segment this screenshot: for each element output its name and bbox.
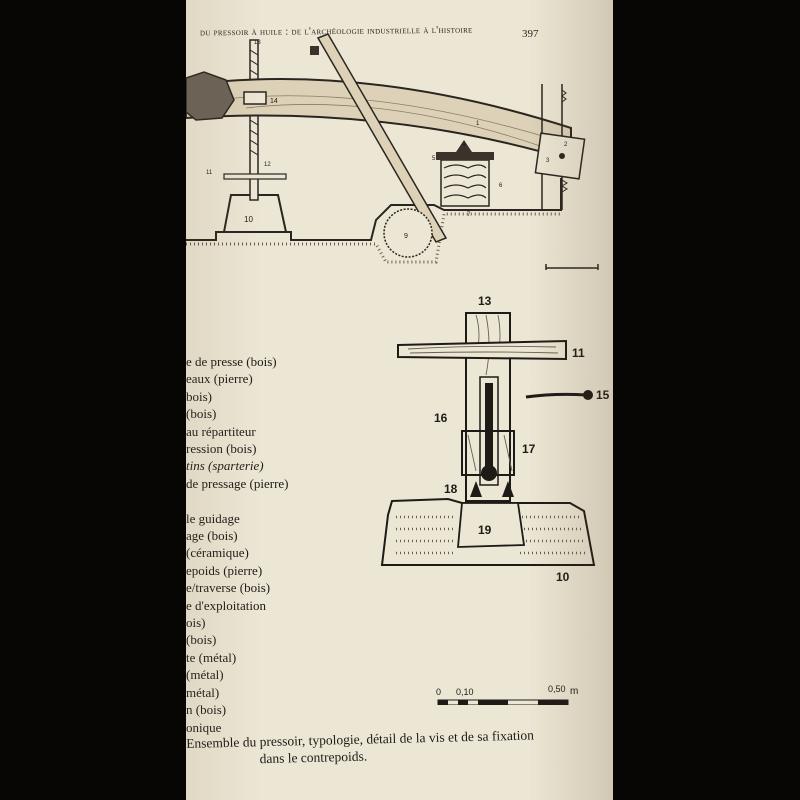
scale-label-zero: 0 [436,687,441,697]
pivot-pin [559,153,565,159]
legend-item: e/traverse (bois) [186,580,271,596]
key-pin [485,383,493,469]
detail-label-15: 15 [596,388,610,402]
screw-detail-figure: 13 11 15 16 17 18 19 10 0 0,10 0,50 m [380,294,610,705]
loose-pin [525,392,587,399]
counterweight-stone [222,194,288,233]
ground-stipple [186,212,561,264]
winch-wheel [383,208,433,258]
scale-label-mid: 0,10 [456,687,474,697]
overview-scale-bar [545,264,599,270]
plate-cone [456,140,472,152]
book-page: du pressoir à huile : de l'archéologie i… [186,0,613,800]
label-13: 13 [254,40,261,46]
detail-label-18: 18 [444,482,458,496]
detail-label-19: 19 [478,523,492,537]
legend-item: bois) [186,388,212,404]
legend-item: le guidage [186,510,240,526]
label-9: 9 [404,233,408,240]
legend-item: (métal) [186,667,224,683]
scourtin-weave [443,164,487,199]
legend-item: age (bois) [186,528,238,544]
label-14: 14 [270,98,278,105]
pressing-plate [436,152,494,160]
diagonal-strut [316,33,448,243]
label-1: 1 [476,121,480,127]
detail-label-16: 16 [434,411,448,425]
mortise-19 [457,502,526,548]
legend-item: e d'exploitation [186,597,266,613]
wedge-left [470,481,482,497]
legend-item: tins (sparterie) [186,458,264,474]
screw-nut [243,91,267,105]
legend-item: te (métal) [186,649,237,665]
detail-crossbar-grain [407,345,559,354]
detail-crossbar [397,339,567,361]
detail-collar [461,430,515,476]
capstan-bar [223,173,287,180]
label-11: 11 [206,170,213,176]
detail-label-11: 11 [572,346,585,360]
detail-counterweight-stipple [396,515,588,555]
scourtin-stack [440,159,490,207]
legend-item: onique [186,719,222,735]
wedge-right [502,481,514,497]
legend-item: métal) [186,684,220,700]
legend-item: n (bois) [186,702,227,718]
legend-item: epoids (pierre) [186,562,263,578]
figure-legend: e de presse (bois) eaux (pierre) bois) (… [186,353,336,736]
legend-item: ois) [186,615,206,631]
detail-label-17: 17 [522,442,536,456]
label-10: 10 [244,215,253,224]
label-6: 6 [499,183,503,189]
label-7: 7 [467,212,471,218]
label-5: 5 [432,156,436,162]
scale-label-end: 0,50 [548,684,566,694]
legend-spacer [186,492,336,509]
label-3: 3 [546,158,550,164]
legend-item: de pressage (pierre) [186,475,289,491]
legend-item: e de presse (bois) [186,354,277,369]
label-4: 4 [462,142,466,148]
legend-item: (bois) [186,406,217,422]
scale-label-unit: m [570,686,578,697]
legend-item: (céramique) [186,545,249,561]
label-2: 2 [564,142,568,148]
detail-collar-hatch [467,434,513,472]
press-beam [186,78,572,162]
legend-item: eaux (pierre) [186,371,253,387]
detail-label-10: 10 [556,570,570,584]
key-pin-head [481,465,497,481]
press-overview-figure: 13 14 11 12 10 9 7 6 5 4 3 2 1 [186,33,599,270]
page-number: 397 [522,28,539,40]
detail-scale-bar [437,699,569,705]
loose-pin-head [583,390,593,400]
label-12: 12 [264,162,271,168]
pivot-block [310,46,319,55]
beam-end-stone [186,71,235,121]
ground-line [186,178,562,241]
legend-item: (bois) [186,632,217,648]
legend-item: ression (bois) [186,441,257,457]
wall-jag [561,89,568,193]
legend-item: au répartiteur [186,423,256,439]
detail-label-13: 13 [478,294,492,308]
